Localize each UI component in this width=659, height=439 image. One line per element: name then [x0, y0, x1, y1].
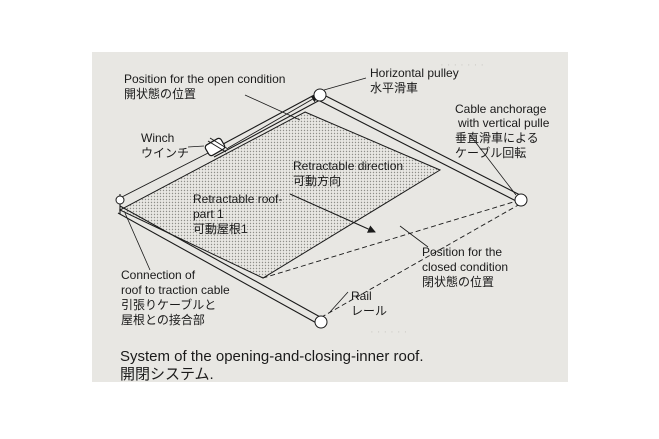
- closed-condition-label-jp: 閉状態の位置: [422, 274, 494, 289]
- cable-anchorage-label-en-2: with vertical pulle: [457, 116, 550, 130]
- winch-label-jp: ウインチ: [141, 146, 189, 160]
- retractable-direction-label-en: Retractable direction: [293, 159, 403, 173]
- cable-anchorage-label-jp-2: ケーブル回転: [455, 145, 526, 160]
- retractable-direction-label-jp: 可動方向: [293, 173, 341, 188]
- svg-text:· · · · · · ·: · · · · · · ·: [440, 59, 484, 71]
- vertical-pulley-icon: [514, 193, 528, 207]
- roof-part-label-en-1: Retractable roof-: [193, 192, 282, 206]
- leader-lines: [124, 77, 517, 313]
- cable-anchorage-label-jp-1: 垂直滑車による: [455, 131, 539, 145]
- svg-text:· · · · · ·: · · · · · ·: [370, 326, 407, 338]
- open-condition-label-jp: 開状態の位置: [124, 86, 196, 101]
- closed-condition-label-en-2: closed condition: [422, 260, 508, 274]
- figure-caption-en: System of the opening-and-closing-inner …: [120, 348, 424, 365]
- rail-end-pulley-icon: [314, 315, 328, 329]
- roof-part-label-en-2: part 1: [193, 207, 224, 221]
- horizontal-pulley-label-jp: 水平滑車: [370, 81, 418, 95]
- connection-label-jp-1: 引張りケーブルと: [121, 297, 216, 312]
- open-condition-label-en: Position for the open condition: [124, 72, 285, 86]
- roof-part-label-jp: 可動屋根1: [193, 222, 248, 236]
- figure-caption-jp: 開閉システム.: [120, 366, 214, 383]
- connection-label-en-1: Connection of: [121, 268, 196, 282]
- cable-connection-icon: [115, 195, 125, 205]
- cable-anchorage-label-en-1: Cable anchorage: [455, 102, 547, 116]
- connection-label-en-2: roof to traction cable: [121, 283, 230, 297]
- horizontal-pulley-label-en: Horizontal pulley: [370, 66, 459, 80]
- rail-label-en: Rail: [351, 289, 372, 303]
- closed-position-outline: [262, 199, 521, 279]
- rails: [117, 92, 523, 326]
- winch-label-en: Winch: [141, 131, 174, 145]
- rail-label-jp: レール: [351, 304, 387, 318]
- retractable-direction-arrow: [289, 193, 376, 233]
- closed-condition-label-en-1: Position for the: [422, 245, 502, 259]
- winch-icon: [204, 137, 229, 157]
- connection-label-jp-2: 屋根との接合部: [121, 312, 205, 327]
- svg-text:· · · · · ·: · · · · · ·: [430, 261, 467, 273]
- horizontal-pulley-icon: [313, 88, 327, 102]
- traction-cable: [119, 95, 319, 199]
- svg-text:— · · · ·: — · · · ·: [470, 101, 508, 113]
- bleed-through-text: · · · · · · · — · · · · · · · · · · · · …: [370, 59, 508, 338]
- closed-position-outline-lower: [319, 203, 521, 319]
